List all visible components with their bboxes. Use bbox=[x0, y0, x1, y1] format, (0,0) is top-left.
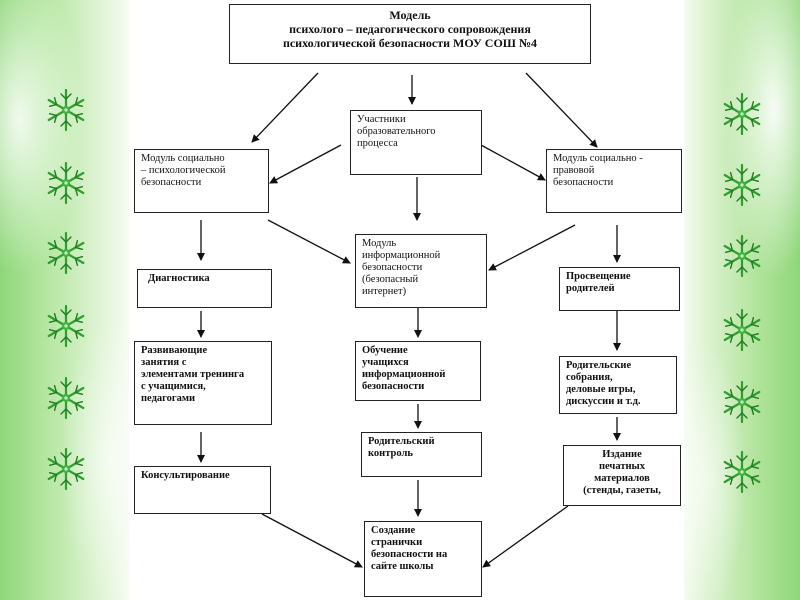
developing-classes-box: Развивающие занятия с элементами тренинг… bbox=[134, 341, 272, 425]
parent-education-box: Просвещение родителей bbox=[559, 267, 680, 311]
arrow-consulting-to-page bbox=[261, 513, 363, 568]
module-psych-box: Модуль социально – психологической безоп… bbox=[134, 149, 269, 213]
module-info-box: Модуль информационной безопасности (безо… bbox=[355, 234, 487, 308]
diagnostics-box: Диагностика bbox=[137, 269, 272, 308]
snowflake-icon bbox=[723, 92, 761, 136]
consulting-box: Консультирование bbox=[134, 466, 271, 514]
snowflake-icon bbox=[47, 447, 85, 491]
participants-box: Участники образовательного процесса bbox=[350, 110, 482, 175]
arrow-participants-to-legal bbox=[480, 144, 546, 181]
snowflake-icon bbox=[723, 380, 761, 424]
training-students-box: Обучение учащихся информационной безопас… bbox=[355, 341, 481, 401]
arrow-title-to-legal bbox=[525, 72, 598, 148]
snowflake-icon bbox=[47, 304, 85, 348]
parent-meetings-box: Родительские собрания, деловые игры, дис… bbox=[559, 356, 677, 414]
arrow-participants-to-psych bbox=[269, 144, 342, 184]
arrow-publishing-to-page bbox=[482, 505, 569, 568]
snowflake-icon bbox=[723, 308, 761, 352]
snowflake-icon bbox=[47, 231, 85, 275]
arrow-legal-to-info bbox=[488, 224, 576, 271]
arrow-title-to-psych bbox=[251, 72, 319, 143]
snowflake-icon bbox=[723, 163, 761, 207]
snowflake-icon bbox=[723, 234, 761, 278]
snowflake-icon bbox=[47, 376, 85, 420]
publishing-box: Издание печатных материалов (стенды, газ… bbox=[563, 445, 681, 506]
parental-control-box: Родительский контроль bbox=[361, 432, 482, 477]
snowflake-icon bbox=[47, 88, 85, 132]
snowflake-icon bbox=[47, 161, 85, 205]
model-title-box: Модель психолого – педагогического сопро… bbox=[229, 4, 591, 64]
creating-page-box: Создание странички безопасности на сайте… bbox=[364, 521, 482, 597]
module-legal-box: Модуль социально - правовой безопасности bbox=[546, 149, 682, 213]
arrow-psych-to-info bbox=[267, 219, 351, 264]
snowflake-icon bbox=[723, 450, 761, 494]
